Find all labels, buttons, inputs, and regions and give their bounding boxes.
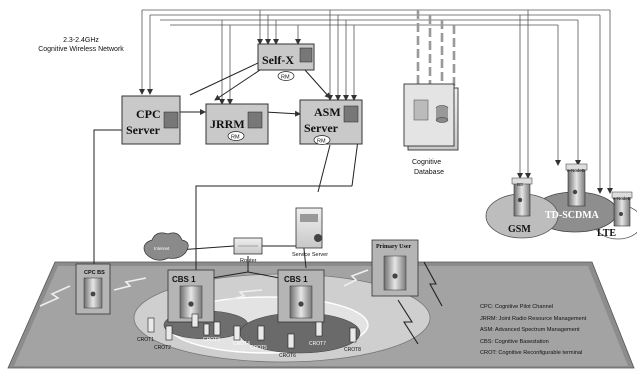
cbs1-right-tower xyxy=(277,269,325,323)
label-crot3: CROT3 xyxy=(203,337,220,343)
label-internet: Internet xyxy=(154,246,170,251)
crot-terminals xyxy=(147,313,357,349)
legend-item-cpc: CPC: Cognitive Pilot Channel xyxy=(480,304,554,310)
wireless-links xyxy=(39,269,369,307)
label-crot8: CROT8 xyxy=(344,347,361,353)
rm-badge-jrrm xyxy=(227,131,245,141)
interference-links xyxy=(397,261,443,345)
network-frequency-label: 2.3-2.4GHz xyxy=(63,37,99,44)
self-x-server-box xyxy=(257,43,315,71)
label-bs: BS xyxy=(517,182,523,187)
label-enodeb-lte: e-NodeB xyxy=(613,196,631,201)
network-title: 2.3-2.4GHz Cognitive Wireless Network xyxy=(18,37,144,54)
bs-tower-gsm xyxy=(511,177,533,217)
label-cbs1-left: CBS 1 xyxy=(172,275,196,284)
rm-badge-label-self-x: RM xyxy=(281,75,290,81)
network-name-label: Cognitive Wireless Network xyxy=(38,45,124,53)
cpc-bs-tower xyxy=(75,263,111,315)
router-icon xyxy=(233,237,263,255)
legend-item-jrrm: JRRM: Joint Radio Resource Management xyxy=(480,315,587,322)
label-asm-line1: ASM xyxy=(314,105,341,119)
label-database-line2: Database xyxy=(414,169,444,176)
label-crot1: CROT1 xyxy=(137,337,154,343)
cbs1-left-tower xyxy=(167,269,215,323)
label-cpc-line2: Server xyxy=(126,123,161,137)
service-server-icon xyxy=(295,207,323,249)
diagram-labels: Self-X CPC Server JRRM ASM Server RM RM … xyxy=(84,53,631,359)
label-self-x: Self-X xyxy=(262,53,294,67)
rm-badge-label-asm: RM xyxy=(317,139,326,145)
label-crot4: CROT4 xyxy=(233,341,250,347)
label-service-server: Service Server xyxy=(292,252,328,258)
enodeb-tower-lte xyxy=(611,191,633,227)
label-crot2: CROT2 xyxy=(154,345,171,351)
asm-server-box xyxy=(299,99,363,145)
cpc-server-box xyxy=(121,95,181,145)
label-cbs1-right: CBS 1 xyxy=(284,275,308,284)
label-td-scdma: TD-SCDMA xyxy=(545,210,600,221)
abbreviation-legend: CPC: Cognitive Pilot Channel JRRM: Joint… xyxy=(480,302,636,360)
database-links xyxy=(416,10,456,86)
label-lte: LTE xyxy=(597,228,616,239)
rm-badge-label-jrrm: RM xyxy=(231,135,240,141)
cognitive-database-icon xyxy=(403,83,459,151)
legend-item-crot: CROT: Cognitive Reconfigurable terminal xyxy=(480,350,583,356)
label-cpc-line1: CPC xyxy=(136,107,161,121)
label-database-line1: Cognitive xyxy=(412,159,441,166)
primary-user-tower xyxy=(371,239,419,297)
internet-cloud-icon xyxy=(143,232,189,261)
rm-badge-asm xyxy=(313,135,331,145)
label-enodeb-td: e-NodeB xyxy=(567,168,585,173)
backbone-lines xyxy=(139,9,613,194)
legend-item-asm: ASM: Advanced Spectrum Management xyxy=(480,327,580,333)
label-cpc-bs: CPC BS xyxy=(84,270,105,276)
label-router: Router xyxy=(240,258,257,264)
label-jrrm: JRRM xyxy=(210,117,245,131)
legend-item-cbs: CBS: Cognitive Basestation xyxy=(480,338,549,345)
label-crot5: CROT5 xyxy=(250,345,267,351)
label-gsm: GSM xyxy=(508,224,531,235)
rm-badge-self-x xyxy=(277,71,295,81)
label-crot7: CROT7 xyxy=(309,341,326,347)
label-crot6: CROT6 xyxy=(279,353,296,359)
label-primary-user: Primary User xyxy=(376,244,411,250)
enodeb-tower-td xyxy=(565,163,588,207)
label-asm-line2: Server xyxy=(304,121,339,135)
